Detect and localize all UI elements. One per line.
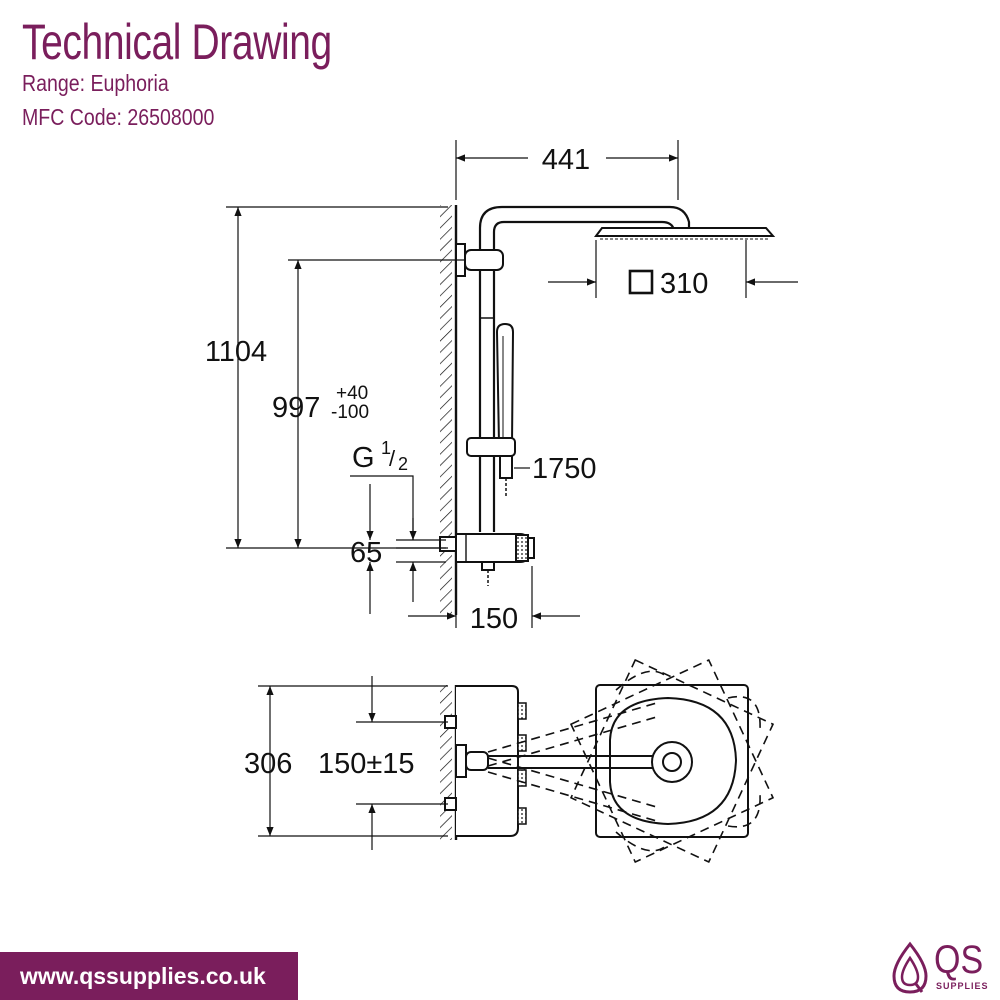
wall-hatch xyxy=(440,205,452,615)
dim-thread-g: G xyxy=(352,442,375,474)
elevation-view xyxy=(439,205,776,615)
dim-thread-num: 1 xyxy=(381,438,391,458)
square-icon xyxy=(628,269,654,295)
head-plan xyxy=(595,684,749,838)
page-title: Technical Drawing xyxy=(22,14,332,70)
dim-tol-minus: -100 xyxy=(331,402,369,423)
plan-dimensions xyxy=(258,676,448,850)
dim-310: 310 xyxy=(660,268,708,300)
water-drop-icon xyxy=(892,941,928,994)
qs-logo: QS SUPPLIES xyxy=(888,938,1000,1000)
dim-997: 997 xyxy=(272,392,320,424)
elevation-dimensions xyxy=(226,140,798,628)
plan-view xyxy=(440,658,775,864)
rotation-envelope xyxy=(487,658,775,864)
dim-thread-den: 2 xyxy=(398,454,408,474)
dim-306: 306 xyxy=(244,748,292,780)
range-label: Range: Euphoria xyxy=(22,70,169,96)
dim-65: 65 xyxy=(350,537,382,569)
dim-tol-plus: +40 xyxy=(336,383,368,404)
logo-subtext: SUPPLIES xyxy=(936,981,989,991)
dim-150-plan: 150±15 xyxy=(318,748,415,780)
slider xyxy=(466,437,516,457)
dim-150-depth: 150 xyxy=(470,603,518,635)
logo-text: QS xyxy=(934,938,984,982)
shower-arm xyxy=(478,205,691,250)
website-url[interactable]: www.qssupplies.co.uk xyxy=(0,952,298,1000)
wall-bracket-bottom xyxy=(439,536,457,552)
dim-thread-slash: / xyxy=(389,446,396,471)
dim-1104: 1104 xyxy=(205,336,267,368)
dim-1750: 1750 xyxy=(532,453,597,485)
shower-head xyxy=(594,227,776,237)
mfc-code-label: MFC Code: 26508000 xyxy=(22,104,215,130)
dim-441: 441 xyxy=(542,144,590,176)
hand-shower xyxy=(495,322,515,445)
